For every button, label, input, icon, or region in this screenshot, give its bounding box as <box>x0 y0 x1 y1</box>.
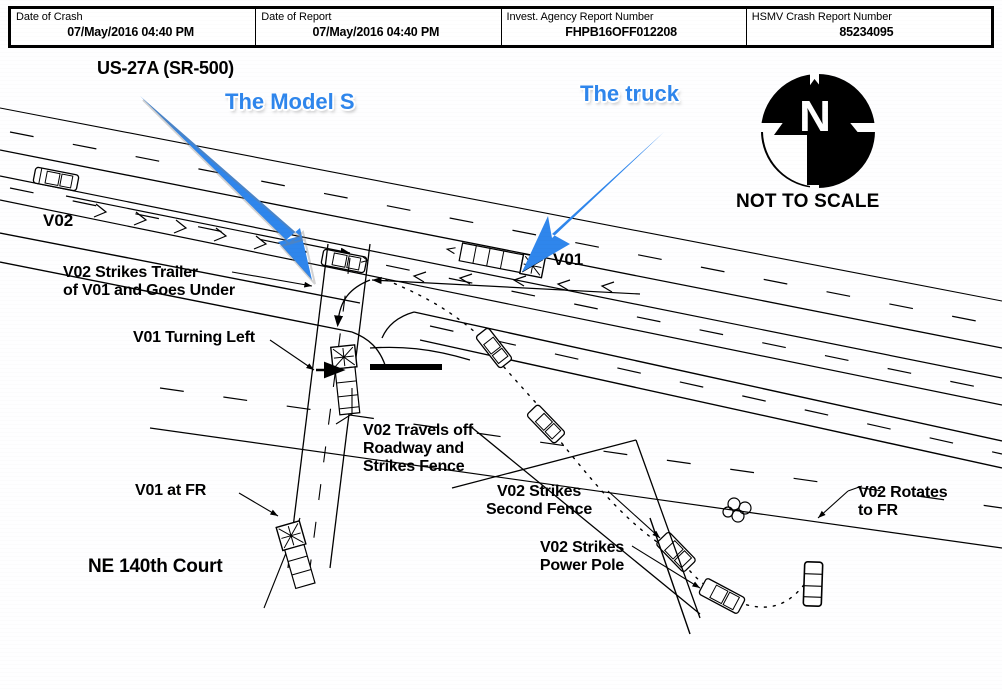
header-cell-hsmv-crash-report-number: HSMV Crash Report Number 85234095 <box>747 9 991 45</box>
vehicle-v02-impact <box>320 248 369 274</box>
label-v02-strikes-second-fence: V02 Strikes Second Fence <box>485 483 593 518</box>
side-street-ne-140th-court <box>263 243 371 609</box>
north-compass-rose: N <box>760 73 876 189</box>
annotation-truck: The truck <box>580 81 680 106</box>
fence-bar-near-intersection <box>370 364 442 370</box>
label-side-street-name: NE 140th Court <box>88 556 223 577</box>
vehicle-v02-final-rest <box>802 561 824 607</box>
vehicle-v02-rotating-1 <box>475 327 513 369</box>
header-value-invest-agency-report-number: FHPB16OFF012208 <box>565 25 677 39</box>
label-v01: V01 <box>553 250 584 269</box>
v01-left-turn-path <box>334 279 371 328</box>
fence-second <box>451 439 701 619</box>
label-v01-turning-left: V01 Turning Left <box>133 329 255 346</box>
header-value-hsmv-crash-report-number: 85234095 <box>839 25 894 39</box>
label-v02-rotates-to-fr: V02 Rotates to FR <box>858 484 948 519</box>
header-value-date-of-report: 07/May/2016 04:40 PM <box>312 25 440 39</box>
highway-lane-striping <box>9 131 1002 509</box>
label-v02-travels-off-roadway: V02 Travels off Roadway and Strikes Fenc… <box>363 422 473 475</box>
shrub-icon <box>722 497 752 523</box>
header-value-date-of-crash: 07/May/2016 04:40 PM <box>67 25 194 39</box>
header-label-hsmv-crash-report-number: HSMV Crash Report Number <box>751 11 892 23</box>
vehicle-v01-final-rest <box>275 519 316 590</box>
label-highway-name: US-27A (SR-500) <box>97 58 234 78</box>
vehicle-v02-start <box>32 166 80 192</box>
header-label-invest-agency-report-number: Invest. Agency Report Number <box>506 11 654 23</box>
v02-approach-path <box>65 195 351 264</box>
header-label-date-of-crash: Date of Crash <box>16 11 83 23</box>
label-v02: V02 <box>43 211 74 230</box>
label-v01-at-fr: V01 at FR <box>135 482 207 499</box>
report-header-table: Date of Crash 07/May/2016 04:40 PM Date … <box>8 6 994 48</box>
label-v02-strikes-trailer: V02 Strikes Trailer of V01 and Goes Unde… <box>63 264 235 299</box>
vehicle-v02-rotating-2 <box>526 404 566 444</box>
vehicle-v02-strikes-power-pole <box>698 578 746 614</box>
annotation-model-s: The Model S <box>225 89 355 114</box>
header-cell-date-of-report: Date of Report 07/May/2016 04:40 PM <box>256 9 502 45</box>
v02-postimpact-path <box>385 279 807 608</box>
header-cell-date-of-crash: Date of Crash 07/May/2016 04:40 PM <box>11 9 257 45</box>
header-cell-invest-agency-report-number: Invest. Agency Report Number FHPB16OFF01… <box>502 9 747 45</box>
vehicle-v01-truck-trailer <box>445 242 547 279</box>
v01-approach-path <box>371 271 641 295</box>
intersection-curb-returns <box>351 311 471 369</box>
header-label-date-of-report: Date of Report <box>261 11 332 23</box>
compass-letter-n: N <box>799 92 831 141</box>
vehicle-v01-turning-left <box>329 344 361 416</box>
label-not-to-scale: NOT TO SCALE <box>736 191 880 212</box>
label-v02-strikes-power-pole: V02 Strikes Power Pole <box>539 539 625 574</box>
fence-first <box>469 425 701 615</box>
